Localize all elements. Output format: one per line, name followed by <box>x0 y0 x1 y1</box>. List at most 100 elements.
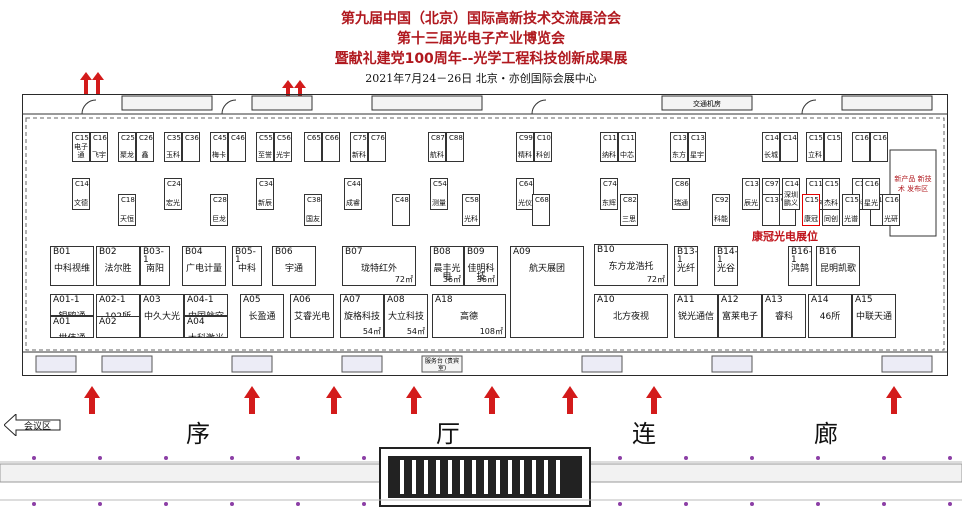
booth-name: 高德 <box>459 312 478 322</box>
booth-name: 新科 <box>352 151 366 159</box>
booth-name: 纳科 <box>602 151 616 159</box>
booth-code: B09 <box>467 247 485 257</box>
transport-room-label: 交通机房 <box>693 100 721 108</box>
booth-code: C35 <box>167 134 181 142</box>
booth-code: C75 <box>353 134 367 142</box>
booth-code: C68 <box>535 196 549 204</box>
booth-code: C167 <box>873 134 887 142</box>
booth-code: A14 <box>811 295 829 305</box>
booth-name: 中科 <box>854 199 868 207</box>
booth-name: 成睿 <box>346 199 360 207</box>
booth-c100: C100科创 <box>534 132 552 162</box>
booth-name: 鑫 <box>141 151 149 159</box>
booth-name: 深圳鹏义 <box>784 191 798 207</box>
booth-name: 中科 <box>237 264 256 274</box>
booth-code: C38 <box>307 196 321 204</box>
booth-name: 锐光通信 <box>677 312 714 322</box>
booth-name: 东方 <box>672 151 686 159</box>
booth-name: 鸿鹄 <box>790 264 809 274</box>
booth-code: C111 <box>809 180 823 188</box>
booth-code: A15 <box>855 295 873 305</box>
booth-code: C14 <box>75 180 89 188</box>
booth-name: 至誉 <box>258 151 272 159</box>
booth-code: C55 <box>259 134 273 142</box>
booth-name: 杰科 <box>824 199 838 207</box>
booth-name: 宏光 <box>166 199 180 207</box>
entrance-arrow-icon <box>84 386 100 414</box>
booth-code: C56 <box>277 134 291 142</box>
booth-code: A04-1 <box>187 295 214 305</box>
booth-code: C154 <box>825 180 839 188</box>
booth-c158: C158光谱 <box>842 194 860 226</box>
booth-name: 法尔胜 <box>104 264 132 274</box>
booth-a04: A04大科激光 <box>184 316 228 338</box>
booth-name: 电子通 <box>74 143 88 159</box>
kangguan-booth-highlight: 康冠光电展位 <box>752 230 818 243</box>
booth-code: A05 <box>243 295 261 305</box>
booth-code: C48 <box>395 196 409 204</box>
meeting-area-arrow-icon <box>4 414 61 436</box>
booth-code: C54 <box>433 180 447 188</box>
booth-code: B03-1 <box>143 247 164 265</box>
booth-code: B01 <box>53 247 71 257</box>
booth-c137: C137星宇 <box>688 132 706 162</box>
exhibition-title-line3: 暨献礼建党100周年--光学工程科技创新成果展 <box>334 51 628 67</box>
booth-a04-1: A04-1中国航空 <box>184 294 228 316</box>
booth-code: C156 <box>809 134 823 142</box>
booth-name: 立科 <box>808 151 822 159</box>
booth-name: 世伟通 <box>51 335 93 338</box>
booth-a01: A01世伟通 <box>50 316 94 338</box>
booth-name: 航科 <box>430 151 444 159</box>
service-desk-label: 服务台 (贵宾室) <box>424 358 460 372</box>
booth-name: 富莱电子 <box>721 312 758 322</box>
booth-code: A07 <box>343 295 361 305</box>
booth-name: 星宇 <box>690 151 704 159</box>
booth-name: 航天展团 <box>528 264 565 274</box>
booth-c65: C65 <box>304 132 322 162</box>
booth-c164: C164星光 <box>862 178 880 210</box>
booth-code: C169 <box>885 196 899 204</box>
booth-c156: C156 立科 <box>806 132 824 162</box>
booth-code: A02-1 <box>99 295 126 305</box>
hall-structure <box>22 94 948 376</box>
top-entrance-arrow-icon <box>80 72 104 94</box>
booth-code: A01-1 <box>53 295 80 305</box>
booth-c147: C147 <box>780 132 798 162</box>
booth-size: 72㎡ <box>394 275 413 284</box>
booth-code: C92 <box>715 196 729 204</box>
booth-code: A10 <box>597 295 615 305</box>
booth-code: A02 <box>99 317 117 327</box>
booth-name: 光科 <box>464 215 478 223</box>
booth-name: 光研 <box>884 215 898 223</box>
booth-c55: C55 至誉 <box>256 132 274 162</box>
booth-code: C46 <box>231 134 245 142</box>
booth-code: C24 <box>167 180 181 188</box>
booth-name: 东方龙浩托 <box>608 262 654 272</box>
entrance-arrow-icon <box>886 386 902 414</box>
booth-code: C164 <box>865 180 879 188</box>
booth-name: 新辰 <box>258 199 272 207</box>
booth-code: C66 <box>325 134 339 142</box>
booth-name: 三思 <box>622 215 636 223</box>
booth-name: 东辉 <box>602 199 616 207</box>
booth-code: C150 <box>805 196 819 204</box>
